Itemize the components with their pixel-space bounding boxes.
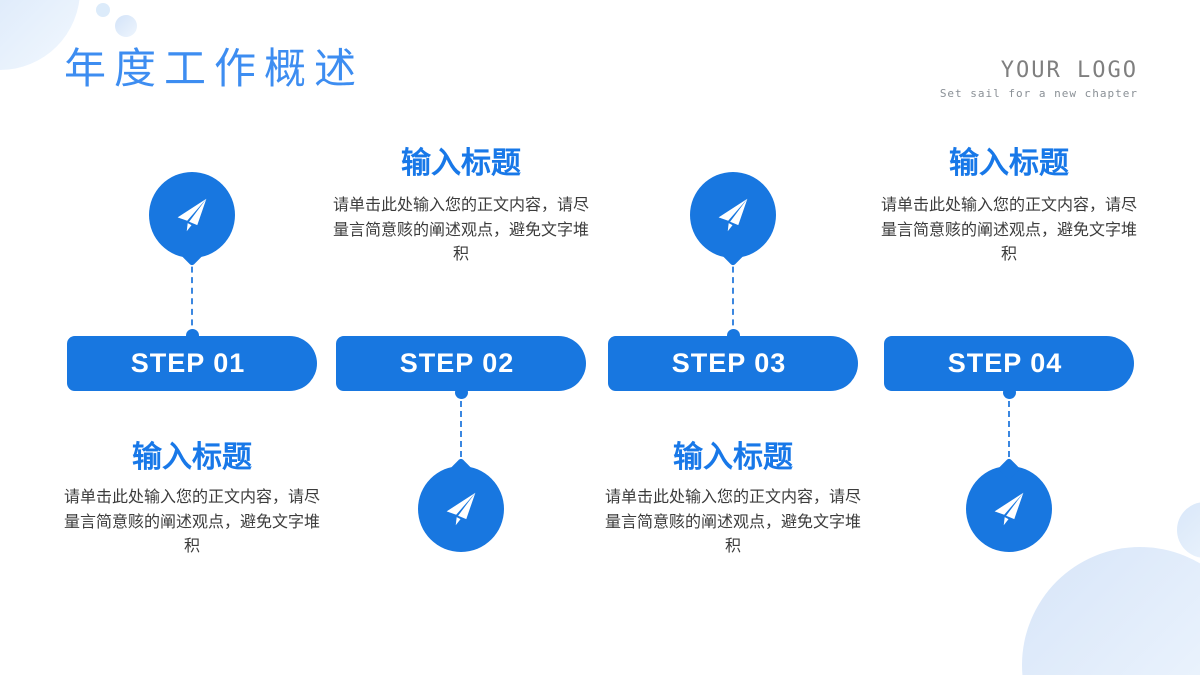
step3-button[interactable]: STEP 03 — [608, 336, 858, 391]
dashed-connector — [191, 256, 193, 336]
paper-plane-icon — [994, 492, 1024, 526]
logo-tagline: Set sail for a new chapter — [939, 87, 1138, 100]
step2-item-title[interactable]: 输入标题 — [401, 147, 521, 180]
step4-item-title[interactable]: 输入标题 — [949, 147, 1069, 180]
dashed-connector — [732, 256, 734, 336]
step1-item-title[interactable]: 输入标题 — [132, 441, 252, 474]
paper-plane-icon — [177, 198, 207, 232]
decor-bubble-right-edge — [1177, 502, 1200, 558]
paper-plane-icon — [718, 198, 748, 232]
pin-tip — [997, 457, 1021, 481]
step2-button[interactable]: STEP 02 — [336, 336, 586, 391]
decor-bubble-medium-dot — [115, 15, 137, 37]
step4-item-body[interactable]: 请单击此处输入您的正文内容，请尽量言简意赅的阐述观点，避免文字堆积 — [881, 197, 1138, 263]
step1-button[interactable]: STEP 01 — [67, 336, 317, 391]
step3-icon-badge[interactable] — [690, 172, 776, 267]
page-title[interactable]: 年度工作概述 — [64, 47, 365, 93]
step3-item-body[interactable]: 请单击此处输入您的正文内容，请尽量言简意赅的阐述观点，避免文字堆积 — [605, 489, 862, 555]
step4-button[interactable]: STEP 04 — [884, 336, 1134, 391]
step1-item-body[interactable]: 请单击此处输入您的正文内容，请尽量言简意赅的阐述观点，避免文字堆积 — [64, 489, 321, 555]
paper-plane-icon — [446, 492, 476, 526]
logo-block[interactable]: YOUR LOGO Set sail for a new chapter — [940, 58, 1138, 100]
dashed-connector — [1008, 391, 1010, 467]
step2-item-body[interactable]: 请单击此处输入您的正文内容，请尽量言简意赅的阐述观点，避免文字堆积 — [333, 197, 590, 263]
step4-icon-badge[interactable] — [966, 457, 1052, 552]
step3-item-title[interactable]: 输入标题 — [673, 441, 793, 474]
logo-text: YOUR LOGO — [1000, 58, 1138, 83]
dashed-connector — [460, 391, 462, 467]
step1-icon-badge[interactable] — [149, 172, 235, 267]
decor-bubble-small-dot — [96, 3, 110, 17]
step2-icon-badge[interactable] — [418, 457, 504, 552]
